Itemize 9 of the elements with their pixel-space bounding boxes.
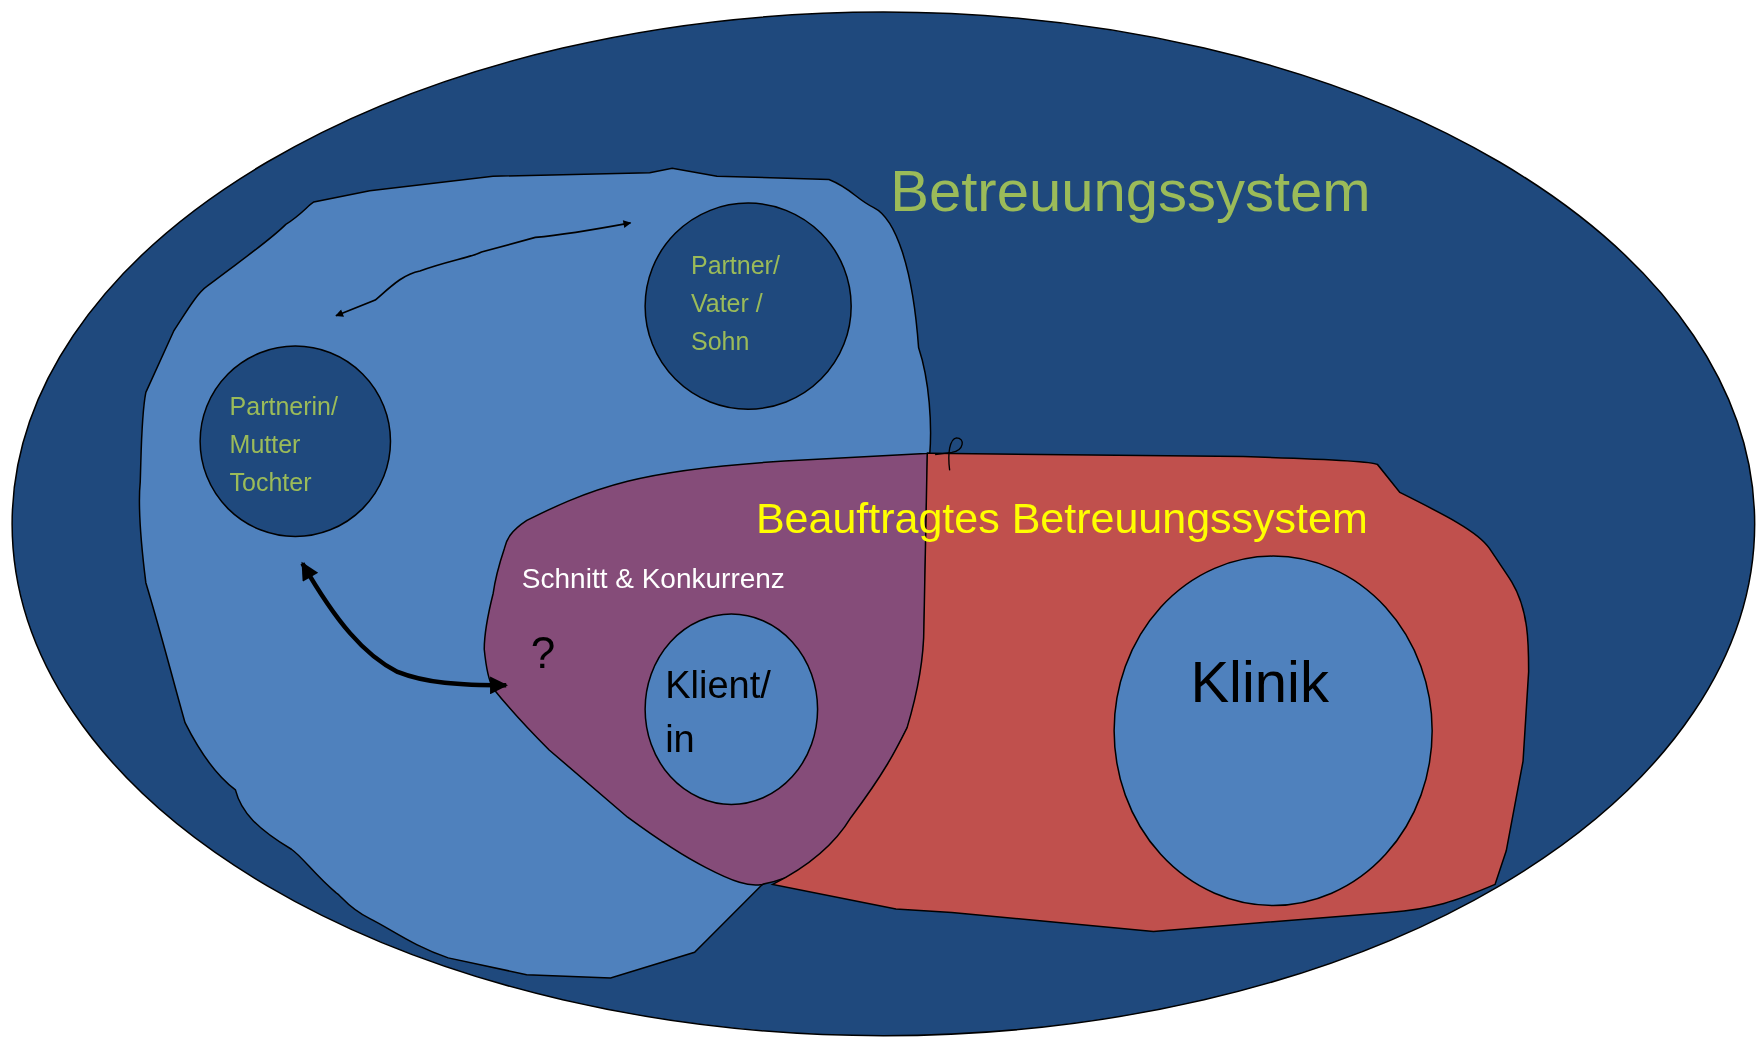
client-label: Klient/ in — [665, 663, 772, 763]
clinic-label: Klinik — [1190, 648, 1329, 717]
arrow — [300, 561, 508, 695]
region-label: Schnitt & Konkurrenz — [521, 562, 785, 596]
person-label: Partnerin/ Mutter Tochter — [229, 391, 339, 499]
arrow — [335, 220, 632, 317]
person-label: Partner/ Vater / Sohn — [690, 250, 781, 358]
region-title: Betreuungssystem — [890, 156, 1371, 225]
question-mark: ? — [530, 627, 556, 680]
